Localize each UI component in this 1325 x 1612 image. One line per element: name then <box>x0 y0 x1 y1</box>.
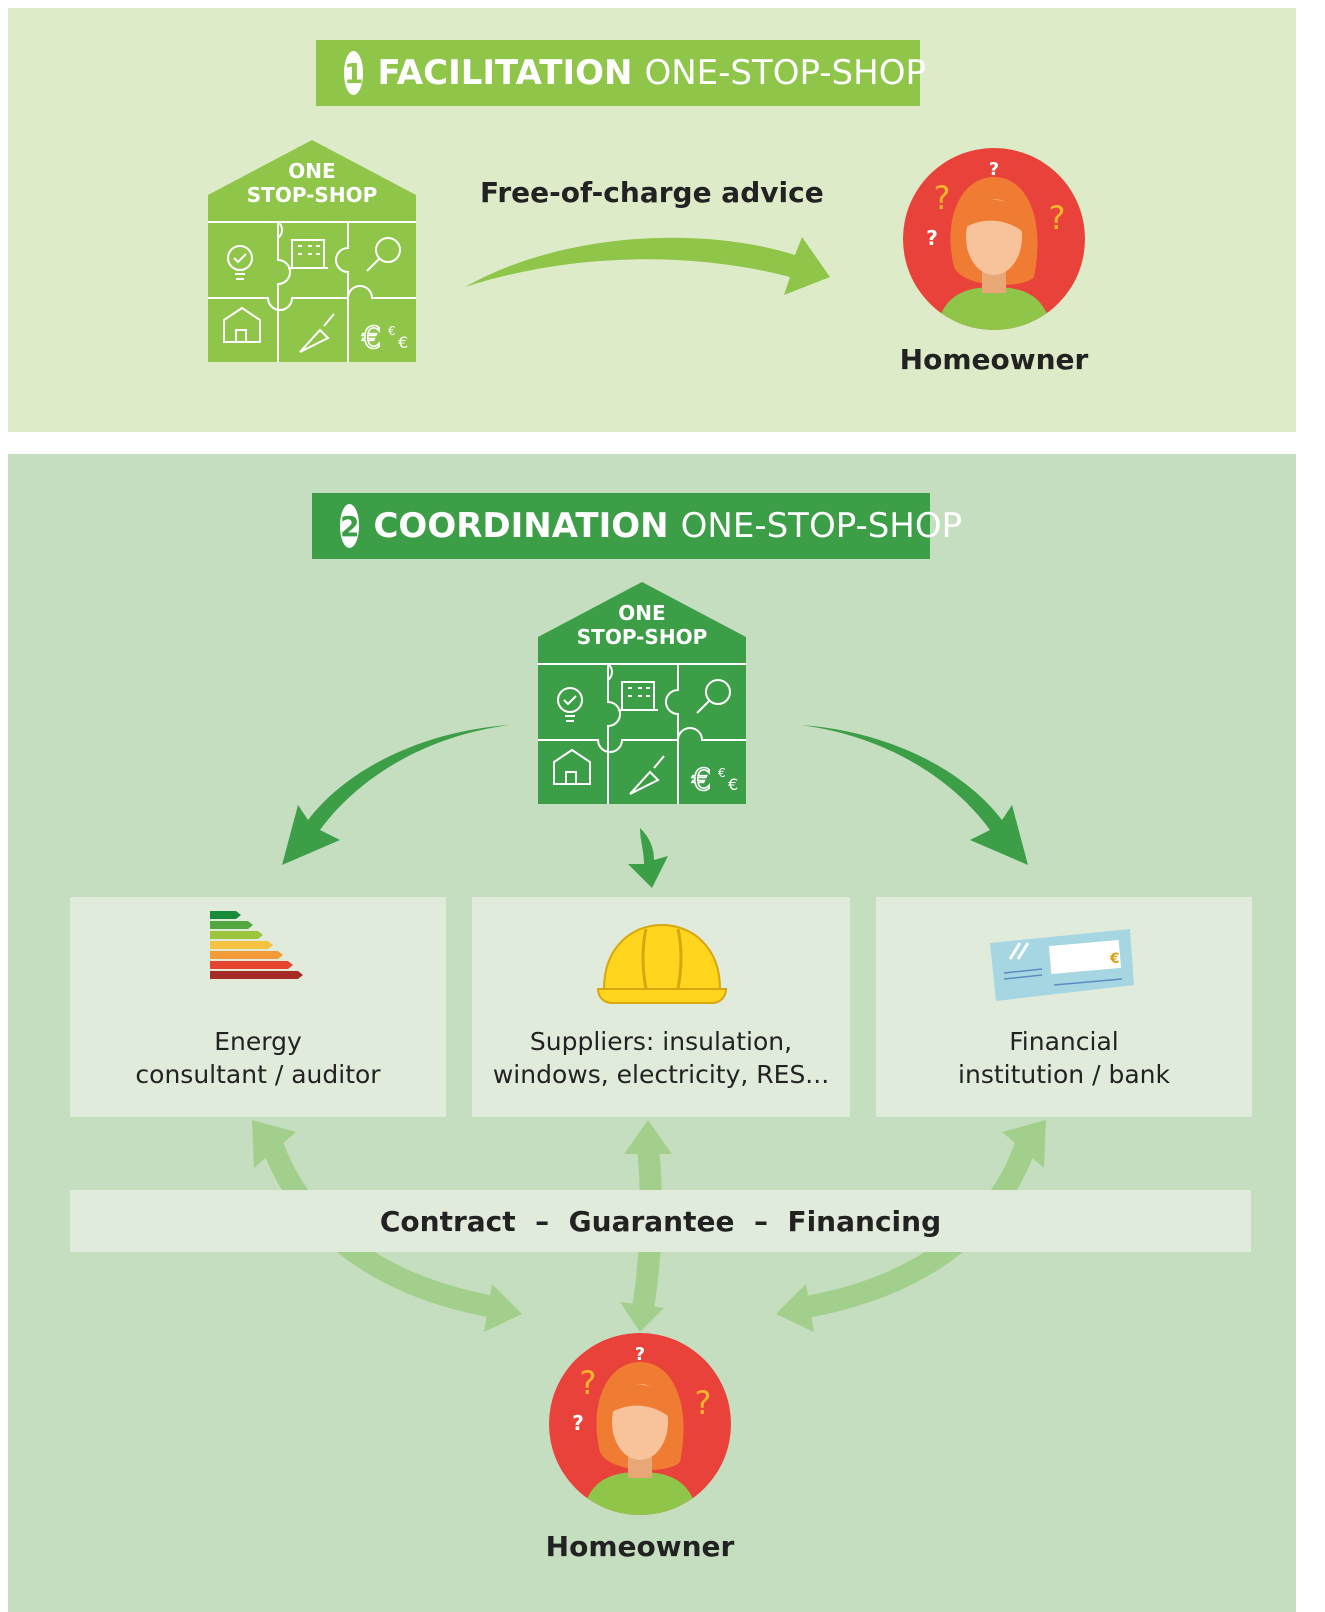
suppliers-line1: Suppliers: insulation, <box>529 1027 793 1056</box>
energy-consultant-box: Energy consultant / auditor <box>70 897 446 1117</box>
financial-institution-box: € Financial institution / bank <box>876 897 1252 1117</box>
homeowner-avatar: ? ? ? ? <box>549 1333 731 1515</box>
homeowner-label: Homeowner <box>545 1530 735 1563</box>
lightbulb-icon <box>227 245 253 280</box>
building-icon <box>288 239 328 269</box>
svg-text:€: € <box>1109 951 1120 967</box>
euro-small-icon: € <box>718 766 726 780</box>
energy-consultant-line1: Energy <box>214 1027 302 1056</box>
euro-small-icon: € <box>388 324 396 338</box>
euro-small-icon-2: € <box>728 775 738 794</box>
euro-icon: € <box>362 321 381 356</box>
shop-line2: STOP-SHOP <box>577 625 707 649</box>
cheque-icon: € <box>990 929 1134 1001</box>
arrow-to-financial-institution <box>800 725 1028 865</box>
suppliers-line2: windows, electricity, RES... <box>492 1060 830 1089</box>
svg-text:?: ? <box>1049 199 1066 237</box>
svg-text:?: ? <box>934 179 951 217</box>
shop-line1: ONE <box>288 159 335 183</box>
building-icon <box>618 681 658 711</box>
house-icon <box>223 306 261 343</box>
facilitation-title-bold: FACILITATION <box>377 53 633 93</box>
svg-text:?: ? <box>580 1364 597 1402</box>
hard-hat-icon <box>596 923 728 1004</box>
energy-consultant-line2: consultant / auditor <box>135 1060 381 1089</box>
facilitation-title-light: ONE-STOP-SHOP <box>644 53 926 93</box>
section-number-badge: 2 <box>340 504 360 548</box>
advice-label: Free-of-charge advice <box>480 176 824 209</box>
magnifier-icon <box>366 237 401 272</box>
contract-guarantee-financing-band: Contract – Guarantee – Financing <box>70 1190 1251 1252</box>
arrow-to-energy-consultant <box>282 725 510 865</box>
coordination-title-bold: COORDINATION <box>373 506 669 546</box>
shop-line1: ONE <box>618 601 665 625</box>
coordination-title-light: ONE-STOP-SHOP <box>680 506 963 546</box>
one-stop-shop-house-icon: ONE STOP-SHOP € € € <box>538 582 746 804</box>
energy-label-icon <box>210 911 303 979</box>
homeowner-label: Homeowner <box>899 343 1089 376</box>
one-stop-shop-house-icon: ONE STOP-SHOP € € € <box>208 140 416 362</box>
svg-text:?: ? <box>695 1384 712 1422</box>
arrow-to-suppliers <box>628 828 668 888</box>
trowel-icon <box>299 313 335 353</box>
suppliers-box: Suppliers: insulation, windows, electric… <box>472 897 850 1117</box>
section-number-badge: 1 <box>344 51 364 95</box>
coordination-title: 2 COORDINATION ONE-STOP-SHOP <box>312 493 962 559</box>
financial-line1: Financial <box>1009 1027 1119 1056</box>
svg-text:?: ? <box>926 226 938 250</box>
svg-text:?: ? <box>572 1411 584 1435</box>
trowel-icon <box>629 755 665 795</box>
euro-icon: € <box>692 763 711 798</box>
shop-line2: STOP-SHOP <box>247 183 377 207</box>
svg-text:?: ? <box>989 159 999 180</box>
house-icon <box>553 748 591 785</box>
advice-arrow <box>465 237 830 295</box>
lightbulb-icon <box>557 687 583 722</box>
svg-text:?: ? <box>635 1344 645 1365</box>
homeowner-avatar: ? ? ? ? <box>903 148 1085 330</box>
facilitation-title: 1 FACILITATION ONE-STOP-SHOP <box>316 40 926 106</box>
magnifier-icon <box>696 679 731 714</box>
euro-small-icon-2: € <box>398 333 408 352</box>
financial-line2: institution / bank <box>958 1060 1170 1089</box>
